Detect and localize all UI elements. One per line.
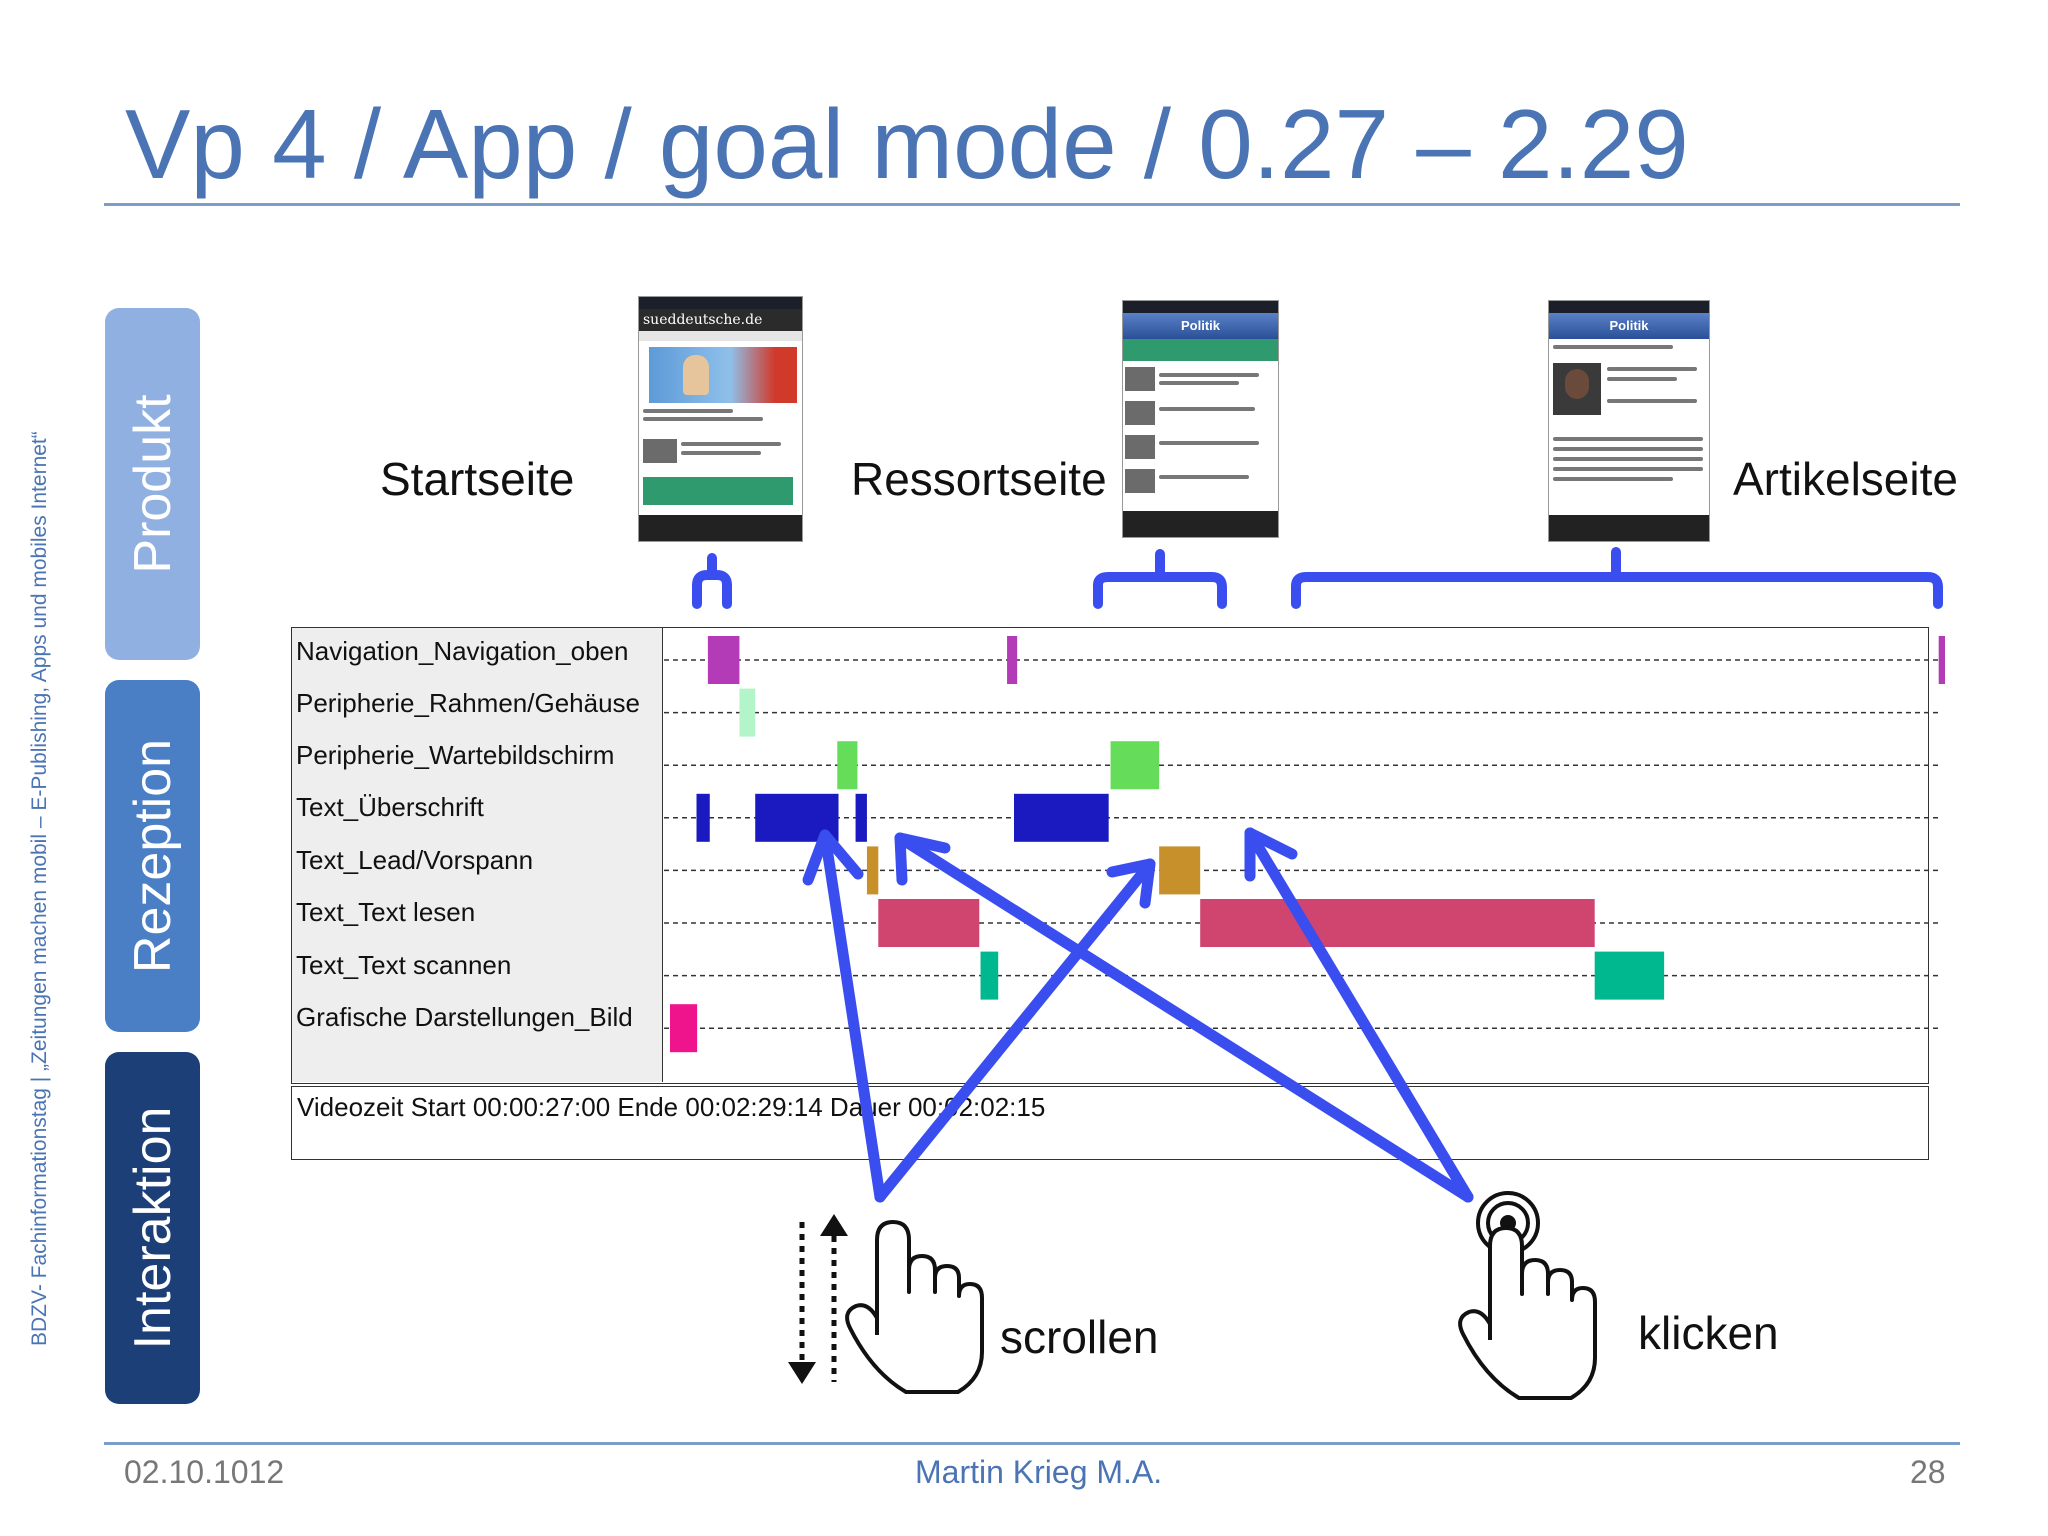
scroll-label: scrollen xyxy=(1000,1311,1159,1363)
page-label-ressortseite: Ressortseite xyxy=(851,453,1107,505)
arrowhead-click-2 xyxy=(1244,827,1298,882)
footer-date: 02.10.1012 xyxy=(124,1454,285,1490)
bracket-ressortseite xyxy=(1093,549,1227,609)
footer-author: Martin Krieg M.A. xyxy=(915,1454,1163,1490)
row-label: Grafische Darstellungen_Bild xyxy=(296,1002,633,1032)
row-label: Peripherie_Wartebildschirm xyxy=(296,740,615,770)
tab-interaktion: Interaktion xyxy=(105,1052,200,1404)
bracket-artikelseite xyxy=(1291,547,1943,609)
startseite-screenshot-icon: sueddeutsche.de xyxy=(638,296,803,542)
arrowhead-scroll-2 xyxy=(1106,858,1156,909)
timeline-segment xyxy=(696,793,710,842)
timeline-segment xyxy=(1007,636,1018,684)
footer-divider xyxy=(104,1442,1960,1445)
title-divider xyxy=(104,203,1960,206)
startseite-header: sueddeutsche.de xyxy=(639,309,802,331)
timeline-segment xyxy=(670,1004,698,1053)
tab-rezeption: Rezeption xyxy=(105,680,200,1032)
slide-title: Vp 4 / App / goal mode / 0.27 – 2.29 xyxy=(125,89,1689,199)
bracket-startseite xyxy=(692,553,732,609)
timeline-segment xyxy=(1594,951,1665,1000)
arrow-scroll-2 xyxy=(874,858,1156,1203)
timeline-segment xyxy=(878,899,980,947)
ressortseite-screenshot-icon: Politik xyxy=(1122,300,1279,538)
arrow-click-2 xyxy=(1244,827,1474,1203)
row-label: Text_Überschrift xyxy=(296,792,484,822)
tab-produkt: Produkt xyxy=(105,308,200,660)
timeline-segment xyxy=(739,688,756,737)
ressortseite-header: Politik xyxy=(1123,313,1278,339)
timeline-segment xyxy=(980,951,999,1000)
row-label: Navigation_Navigation_oben xyxy=(296,636,629,666)
click-gesture-icon xyxy=(1458,1191,1597,1400)
arrow-click-1 xyxy=(894,832,1474,1203)
row-label: Text_Text scannen xyxy=(296,950,512,980)
timeline-segment xyxy=(1938,636,1945,684)
timeline-segment xyxy=(855,793,867,842)
timeline-segment xyxy=(837,741,858,790)
arrowhead-click-1 xyxy=(894,832,951,886)
timeline-segment xyxy=(1159,846,1201,895)
page-label-artikelseite: Artikelseite xyxy=(1733,453,1958,505)
artikelseite-header: Politik xyxy=(1549,313,1709,339)
timeline-label-panel xyxy=(292,628,663,1082)
timeline-segment xyxy=(1200,899,1595,947)
footer-page-number: 28 xyxy=(1910,1454,1946,1490)
videotime-text: Videozeit Start 00:00:27:00 Ende 00:02:2… xyxy=(297,1092,1046,1122)
page-label-startseite: Startseite xyxy=(380,453,575,505)
timeline-segment xyxy=(1110,741,1160,790)
artikelseite-screenshot-icon: Politik xyxy=(1548,300,1710,542)
timeline-segment xyxy=(707,636,740,684)
videotime-box xyxy=(291,1086,1929,1160)
arrowhead-scroll-1 xyxy=(802,829,864,886)
click-label: klicken xyxy=(1638,1307,1779,1359)
row-label: Text_Text lesen xyxy=(296,897,476,927)
row-label: Text_Lead/Vorspann xyxy=(296,845,534,875)
row-label: Peripherie_Rahmen/Gehäuse xyxy=(296,688,640,718)
scroll-gesture-icon xyxy=(788,1214,984,1394)
arrow-scroll-1 xyxy=(819,829,886,1203)
timeline-segment xyxy=(1013,793,1109,842)
timeline-segment xyxy=(866,846,879,895)
